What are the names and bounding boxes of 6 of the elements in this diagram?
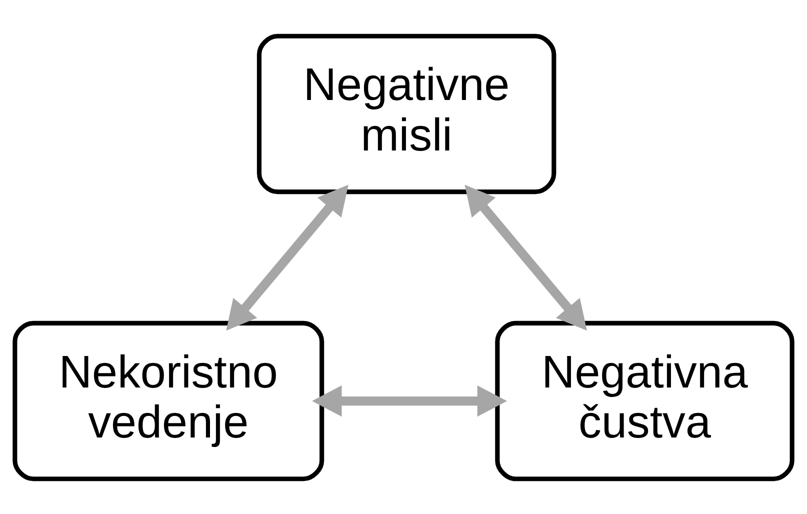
arrow: [312, 384, 508, 416]
node-box: Nekoristno vedenje: [12, 320, 324, 481]
node-box: Negativne misli: [256, 33, 556, 194]
arrow: [464, 184, 587, 330]
arrow: [226, 184, 348, 330]
node-box: Negativna čustva: [495, 320, 794, 481]
